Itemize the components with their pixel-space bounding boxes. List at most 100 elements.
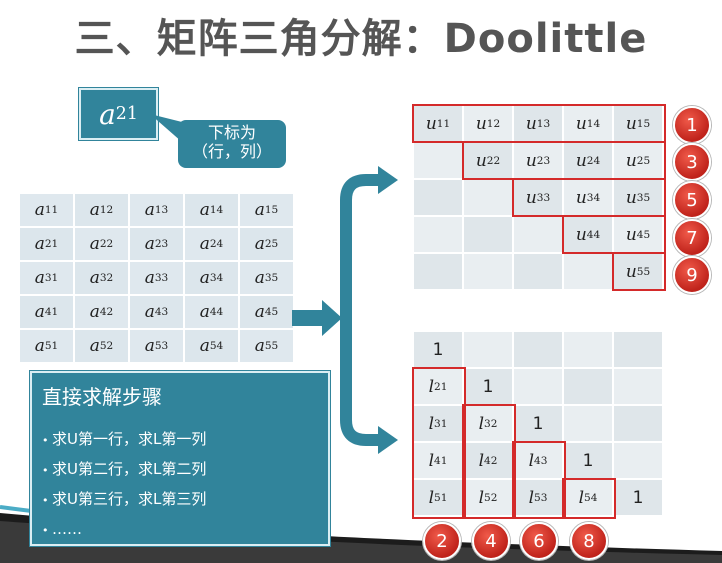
- steps-title: 直接求解步骤: [42, 385, 162, 409]
- l-element: [514, 369, 562, 404]
- l-diagonal-one: 1: [614, 480, 662, 515]
- right-arrow-icon: [292, 300, 342, 336]
- u-element: [464, 254, 512, 289]
- step-badge: 5: [673, 181, 711, 219]
- step-item: 求U第二行，求L第二列: [42, 454, 318, 484]
- step-badge: 1: [673, 106, 711, 144]
- callout-line1: 下标为: [207, 123, 256, 142]
- u-element: [564, 254, 612, 289]
- a21-sub: 21: [115, 104, 138, 124]
- l-element: [564, 406, 612, 441]
- l-diagonal-one: 1: [414, 332, 462, 367]
- step-badge: 4: [472, 522, 510, 560]
- l-element: [514, 332, 562, 367]
- step-badge: 7: [673, 219, 711, 257]
- step-badge: 6: [520, 522, 558, 560]
- steps-list: 求U第一行，求L第一列 求U第二行，求L第二列 求U第三行，求L第三列 ……: [42, 424, 318, 544]
- step-badge: 3: [673, 143, 711, 181]
- u-element: [414, 217, 462, 252]
- steps-box: 直接求解步骤 求U第一行，求L第一列 求U第二行，求L第二列 求U第三行，求L第…: [30, 371, 330, 546]
- u-element: [414, 254, 462, 289]
- subscript-callout: 下标为 （行，列）: [178, 120, 286, 168]
- u-element: [414, 143, 462, 178]
- l-element: [614, 443, 662, 478]
- step-item: 求U第一行，求L第一列: [42, 424, 318, 454]
- step-badge: 2: [423, 522, 461, 560]
- step-item: 求U第三行，求L第三列: [42, 484, 318, 514]
- l-diagonal-one: 1: [464, 369, 512, 404]
- l-element: [614, 406, 662, 441]
- callout-line2: （行，列）: [191, 142, 272, 161]
- l-diagonal-one: 1: [564, 443, 612, 478]
- u-element: [514, 254, 562, 289]
- l-element: [564, 369, 612, 404]
- l-element: [614, 332, 662, 367]
- u-element: [414, 180, 462, 215]
- u-element: [464, 180, 512, 215]
- l-element: [614, 369, 662, 404]
- split-arrow-icon: [340, 174, 380, 318]
- l-element: [464, 332, 512, 367]
- l-element: [564, 332, 612, 367]
- l-diagonal-one: 1: [514, 406, 562, 441]
- u-element: [464, 217, 512, 252]
- a21-base: a: [99, 97, 116, 131]
- step-badge: 9: [673, 256, 711, 294]
- page-title: 三、矩阵三角分解：Doolittle: [74, 16, 648, 62]
- u-element: [514, 217, 562, 252]
- step-badge: 8: [570, 522, 608, 560]
